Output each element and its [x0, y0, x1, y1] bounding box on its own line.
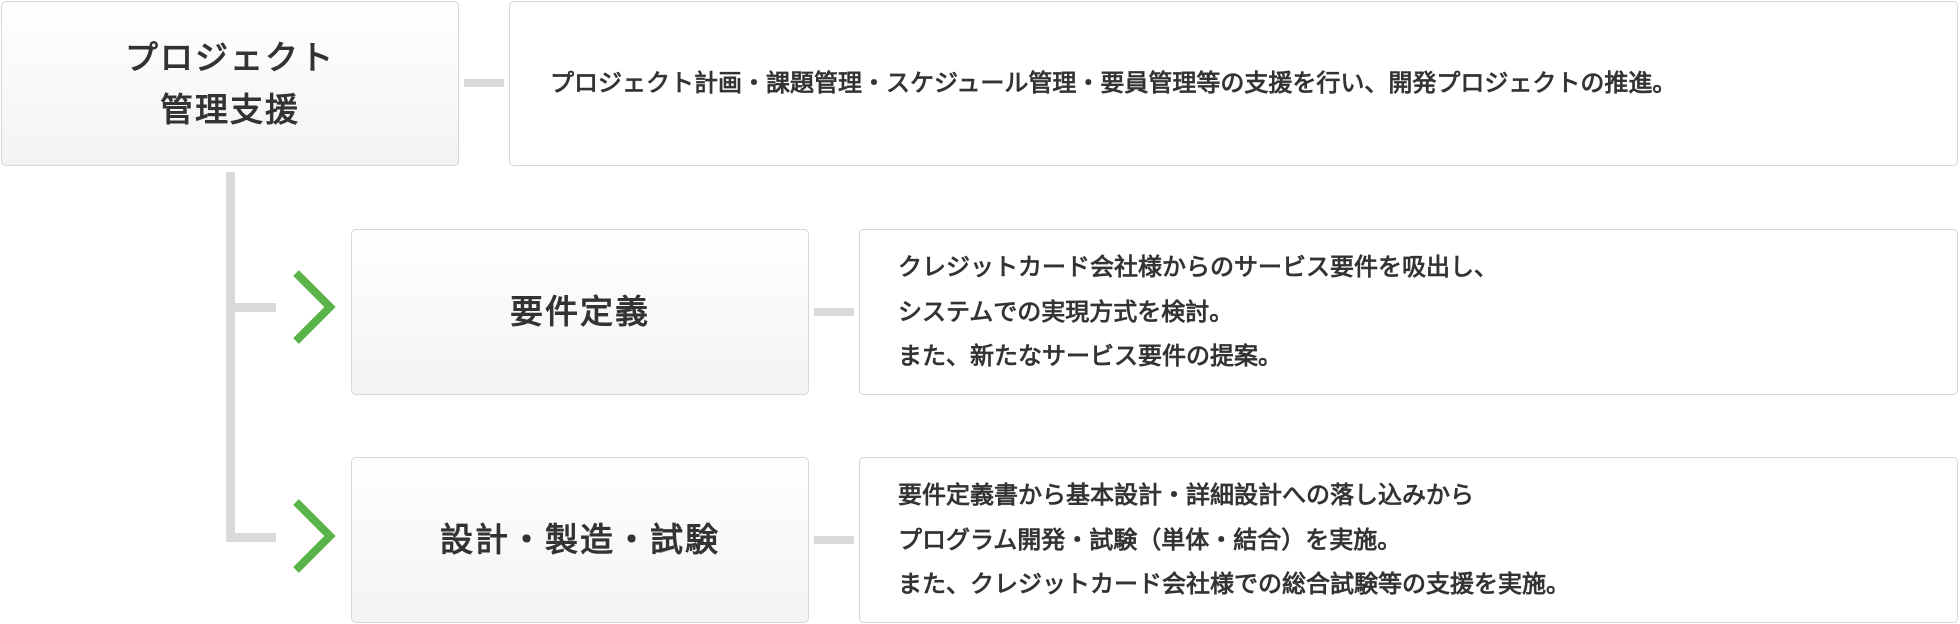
step-project-management-title: プロジェクト 管理支援	[125, 38, 335, 129]
connector-development-to-desc	[814, 536, 854, 544]
step-development-description: 要件定義書から基本設計・詳細設計への落し込みから プログラム開発・試験（単体・結…	[898, 481, 1570, 599]
step-requirements-label-box: 要件定義	[351, 229, 809, 395]
step-requirements-description: クレジットカード会社様からのサービス要件を吸出し、 システムでの実現方式を検討。…	[898, 253, 1498, 371]
connector-tree-to-requirements	[226, 303, 276, 312]
step-project-management-label-box: プロジェクト 管理支援	[1, 1, 459, 166]
chevron-right-icon	[293, 499, 336, 573]
connector-tree-to-development	[226, 533, 276, 542]
step-requirements-description-box: クレジットカード会社様からのサービス要件を吸出し、 システムでの実現方式を検討。…	[859, 229, 1958, 395]
step-project-management-description: プロジェクト計画・課題管理・スケジュール管理・要員管理等の支援を行い、開発プロジ…	[550, 69, 1677, 98]
step-development-label-box: 設計・製造・試験	[351, 457, 809, 623]
step-development-description-box: 要件定義書から基本設計・詳細設計への落し込みから プログラム開発・試験（単体・結…	[859, 457, 1958, 623]
step-project-management-description-box: プロジェクト計画・課題管理・スケジュール管理・要員管理等の支援を行い、開発プロジ…	[509, 1, 1958, 166]
connector-tree-vertical	[226, 172, 235, 542]
step-development-title: 設計・製造・試験	[440, 520, 720, 560]
chevron-right-icon	[293, 270, 336, 344]
step-requirements-title: 要件定義	[510, 292, 650, 332]
connector-requirements-to-desc	[814, 308, 854, 316]
connector-pm-to-desc	[464, 79, 504, 87]
